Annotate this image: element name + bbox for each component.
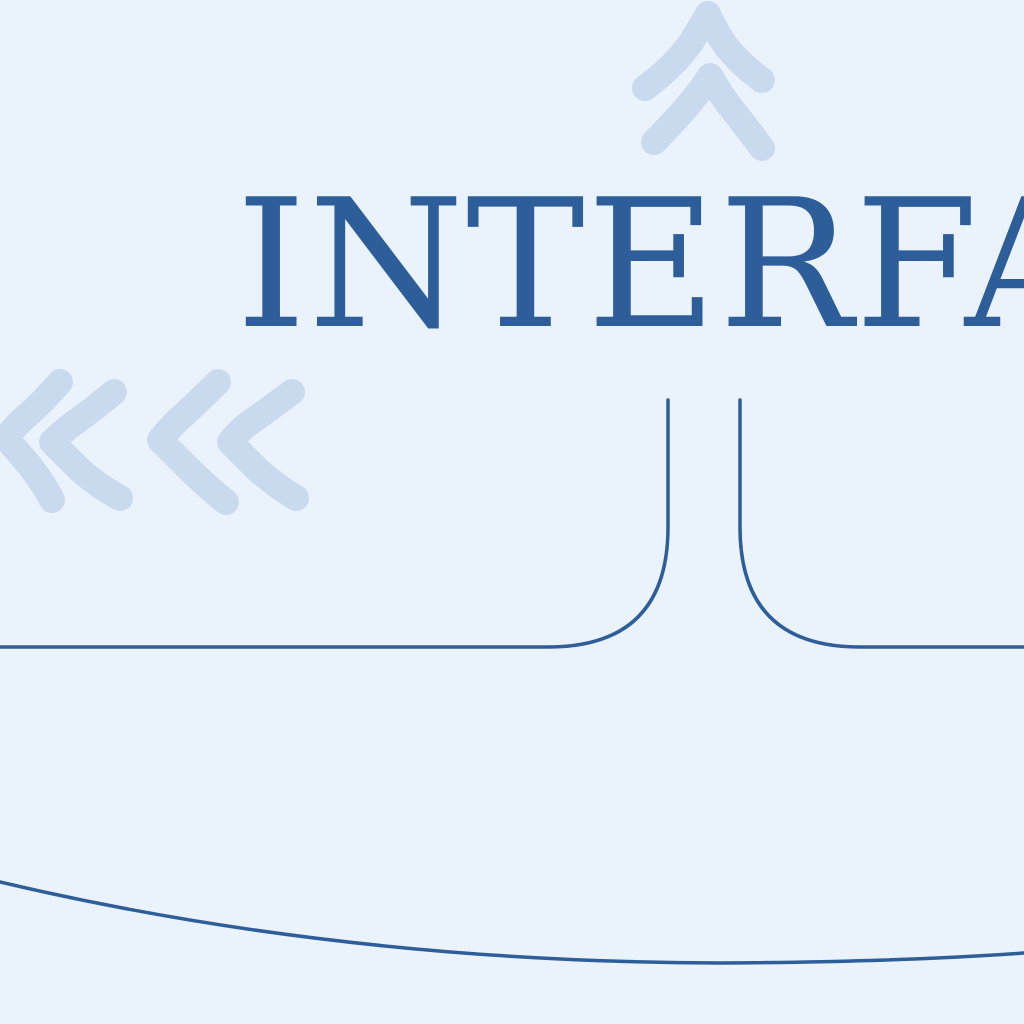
- double-chevron-left-icon: [0, 369, 309, 515]
- left-connector: [0, 398, 670, 649]
- connector-lines: [0, 398, 1024, 649]
- right-connector: [738, 398, 1024, 649]
- page-title: INTERFAC: [236, 161, 1024, 368]
- double-chevron-up-icon: [632, 1, 775, 161]
- sweep-curve: [0, 880, 1024, 965]
